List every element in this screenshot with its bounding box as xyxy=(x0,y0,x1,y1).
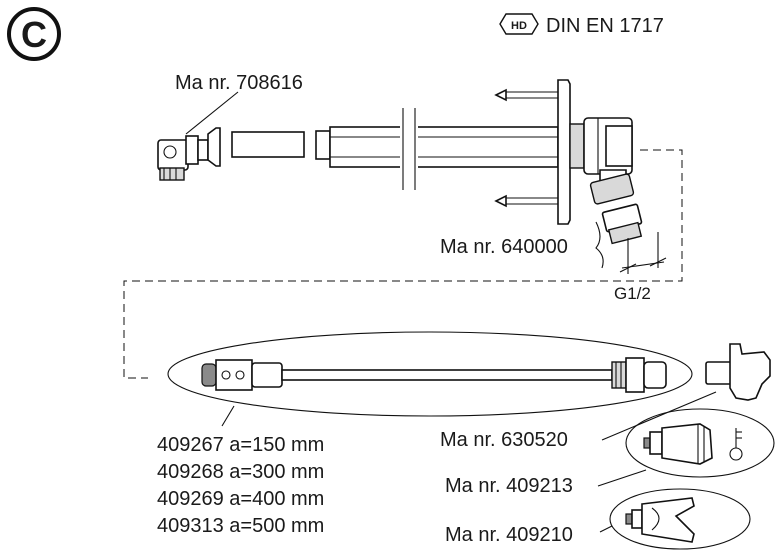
spindle-variant: 409268 a=300 mm xyxy=(157,461,324,483)
thread-dimension xyxy=(619,232,667,274)
spindle-variant: 409267 a=150 mm xyxy=(157,434,324,456)
spindle-enclosure xyxy=(167,331,693,417)
variant-symbol: C xyxy=(7,7,61,61)
aerator-part-label: Ma nr. 640000 xyxy=(440,236,568,258)
spindle-variant: 409269 a=400 mm xyxy=(157,488,324,510)
key-part-label: Ma nr. 630520 xyxy=(440,429,568,451)
standard-badge: HD xyxy=(499,13,539,35)
spindle-variant: 409313 a=500 mm xyxy=(157,515,324,537)
variant-symbol-letter: C xyxy=(21,14,47,55)
aerator xyxy=(601,203,643,245)
elbow-part-label: Ma nr. 708616 xyxy=(175,72,303,94)
pipe-segment xyxy=(231,131,305,158)
spindle-leader xyxy=(221,405,235,427)
elbow-fitting xyxy=(157,127,221,181)
handwheel-key-part-label: Ma nr. 409213 xyxy=(445,475,573,497)
spindle-rod xyxy=(201,357,667,393)
key-leader xyxy=(601,391,717,441)
standard-label: DIN EN 1717 xyxy=(546,15,664,37)
tap-body xyxy=(315,79,635,225)
aerator-bracket xyxy=(595,221,604,269)
handwheel-key-leader xyxy=(597,469,647,487)
handwheel xyxy=(625,497,695,543)
handwheel-key-enclosure xyxy=(625,408,775,478)
spindle-variants-list: 409267 a=150 mm 409268 a=300 mm 409269 a… xyxy=(157,434,324,537)
handwheel-enclosure xyxy=(609,488,751,550)
key-tool xyxy=(705,343,771,401)
lock-key-icon xyxy=(729,428,743,461)
badge-text: HD xyxy=(511,20,527,32)
handwheel-part-label: Ma nr. 409210 xyxy=(445,524,573,546)
connector-dashed xyxy=(123,149,683,379)
handwheel-with-key xyxy=(643,423,713,465)
thread-label: G1/2 xyxy=(614,284,651,303)
elbow-leader xyxy=(185,91,239,135)
handwheel-leader xyxy=(599,525,613,533)
